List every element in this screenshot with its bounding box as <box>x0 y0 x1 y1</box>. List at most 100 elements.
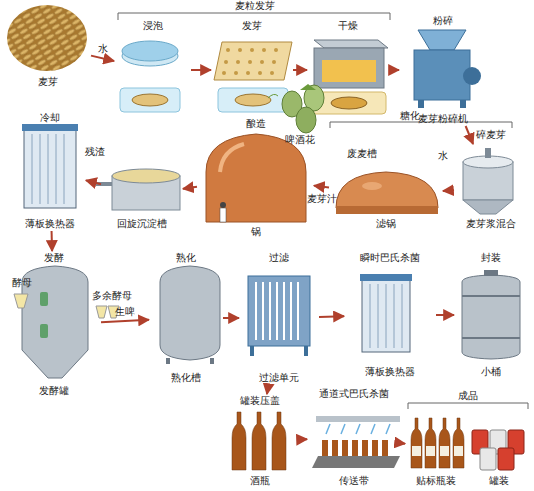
germination-tray <box>274 48 278 52</box>
note-label: 残渣 <box>85 146 105 158</box>
soak-dish <box>132 94 168 106</box>
bottles <box>272 412 286 470</box>
flow-label: 水 <box>98 43 108 55</box>
germination-tray <box>246 71 250 75</box>
note-label: 啤酒花 <box>285 134 315 146</box>
stage-heading: 酿造 <box>246 118 266 130</box>
equipment-name: 熟化槽 <box>171 372 201 384</box>
conveyor <box>316 416 400 422</box>
filter-unit <box>250 346 254 356</box>
brew-kettle <box>206 134 306 222</box>
germination-tray <box>222 71 226 75</box>
malt-pile <box>7 5 87 71</box>
germination-tray <box>214 42 292 112</box>
equipment-name: 传送带 <box>339 475 369 487</box>
germination-tray <box>226 48 230 52</box>
germination-tray <box>270 71 274 75</box>
germination-tray <box>258 71 262 75</box>
labeled-bottles <box>454 446 463 456</box>
filter-unit <box>248 276 310 346</box>
filter-unit <box>304 346 308 356</box>
equipment-name: 麦芽粉碎机 <box>418 113 468 125</box>
keg <box>462 275 520 359</box>
keg <box>484 270 498 276</box>
flow-arrow <box>443 189 454 192</box>
process-step: 瞬时巴氏杀菌薄板换热器 <box>345 252 435 378</box>
plate-heat-exchanger <box>362 278 410 352</box>
aging-tank <box>210 358 214 364</box>
hops <box>282 84 324 133</box>
flow-arrow <box>319 315 344 318</box>
process-step: 封装小桶 <box>455 252 527 378</box>
keg <box>462 296 520 338</box>
plate-heat-exchanger <box>360 274 412 281</box>
equipment-name: 锅 <box>251 226 261 238</box>
flow-label: 生啤 <box>115 306 135 318</box>
equipment-name: 小桶 <box>481 366 501 378</box>
labeled-bottles <box>453 418 464 468</box>
flow-label: 碎麦芽 <box>476 129 506 141</box>
germination-tray <box>260 60 264 64</box>
plate-heat-exchanger <box>32 134 64 204</box>
labeled-bottles <box>426 446 435 456</box>
hops <box>296 107 316 133</box>
aging-tank <box>160 266 220 364</box>
equipment-name: 薄板换热器 <box>365 366 415 378</box>
mill <box>463 67 481 85</box>
cans <box>472 430 524 470</box>
bottles <box>232 412 286 470</box>
equipment-name: 发酵罐 <box>39 385 69 397</box>
process-step: 粉碎麦芽粉碎机 <box>400 15 485 125</box>
conveyor <box>362 440 368 456</box>
stage-heading: 罐装压盖 <box>240 395 280 407</box>
germination-tray <box>272 60 276 64</box>
flow-arrow <box>51 231 54 251</box>
equipment-name: 浸泡 <box>143 20 163 32</box>
stage-heading: 冷却 <box>40 112 60 124</box>
process-step: 冷却薄板换热器 <box>15 112 85 230</box>
germination-tray <box>222 48 278 75</box>
conveyor <box>352 440 358 456</box>
process-step: 过滤过滤单元 <box>240 252 318 384</box>
mill <box>414 30 481 108</box>
equipment-name: 麦芽浆混合 <box>466 218 516 230</box>
germination-tray <box>238 48 242 52</box>
process-step: 通道式巴氏杀菌传送带 <box>308 388 400 487</box>
lauter-tun <box>362 182 382 190</box>
flow-arrow <box>91 56 114 61</box>
equipment-name: 滤锅 <box>376 218 396 230</box>
cans <box>498 448 514 470</box>
whirlpool-tank <box>96 182 112 186</box>
lauter-tun <box>336 206 438 214</box>
soak-dish <box>120 88 180 112</box>
equipment-name: 回旋沉淀槽 <box>117 218 167 230</box>
conveyor <box>322 440 388 456</box>
process-step: 浸泡 <box>115 20 190 120</box>
labeled-bottles <box>412 446 463 456</box>
labeled-bottles <box>411 418 464 468</box>
equipment-name: 麦芽 <box>38 76 58 88</box>
mill <box>460 100 466 108</box>
stage-heading: 粉碎 <box>433 15 453 27</box>
fermentation-tank <box>14 294 28 308</box>
dryer <box>331 97 367 109</box>
conveyor <box>332 440 338 456</box>
flow-label: 麦芽汁 <box>307 193 337 205</box>
mash-mixer <box>485 148 491 158</box>
equipment-name: 贴标瓶装 <box>416 475 456 487</box>
stage-heading: 封装 <box>481 252 501 264</box>
process-step: 罐装压盖酒瓶 <box>222 395 297 487</box>
flow-arrow <box>298 438 307 440</box>
process-step: 麦芽 <box>5 3 90 88</box>
note-label: 多余酵母 <box>92 290 132 302</box>
soak-dish <box>122 41 178 61</box>
mill <box>418 100 424 108</box>
equipment-name: 酒瓶 <box>250 475 270 487</box>
dryer <box>314 40 388 48</box>
conveyor <box>382 440 388 456</box>
flow-arrow <box>293 69 307 71</box>
conveyor <box>312 416 400 468</box>
labeled-bottles <box>425 418 436 468</box>
